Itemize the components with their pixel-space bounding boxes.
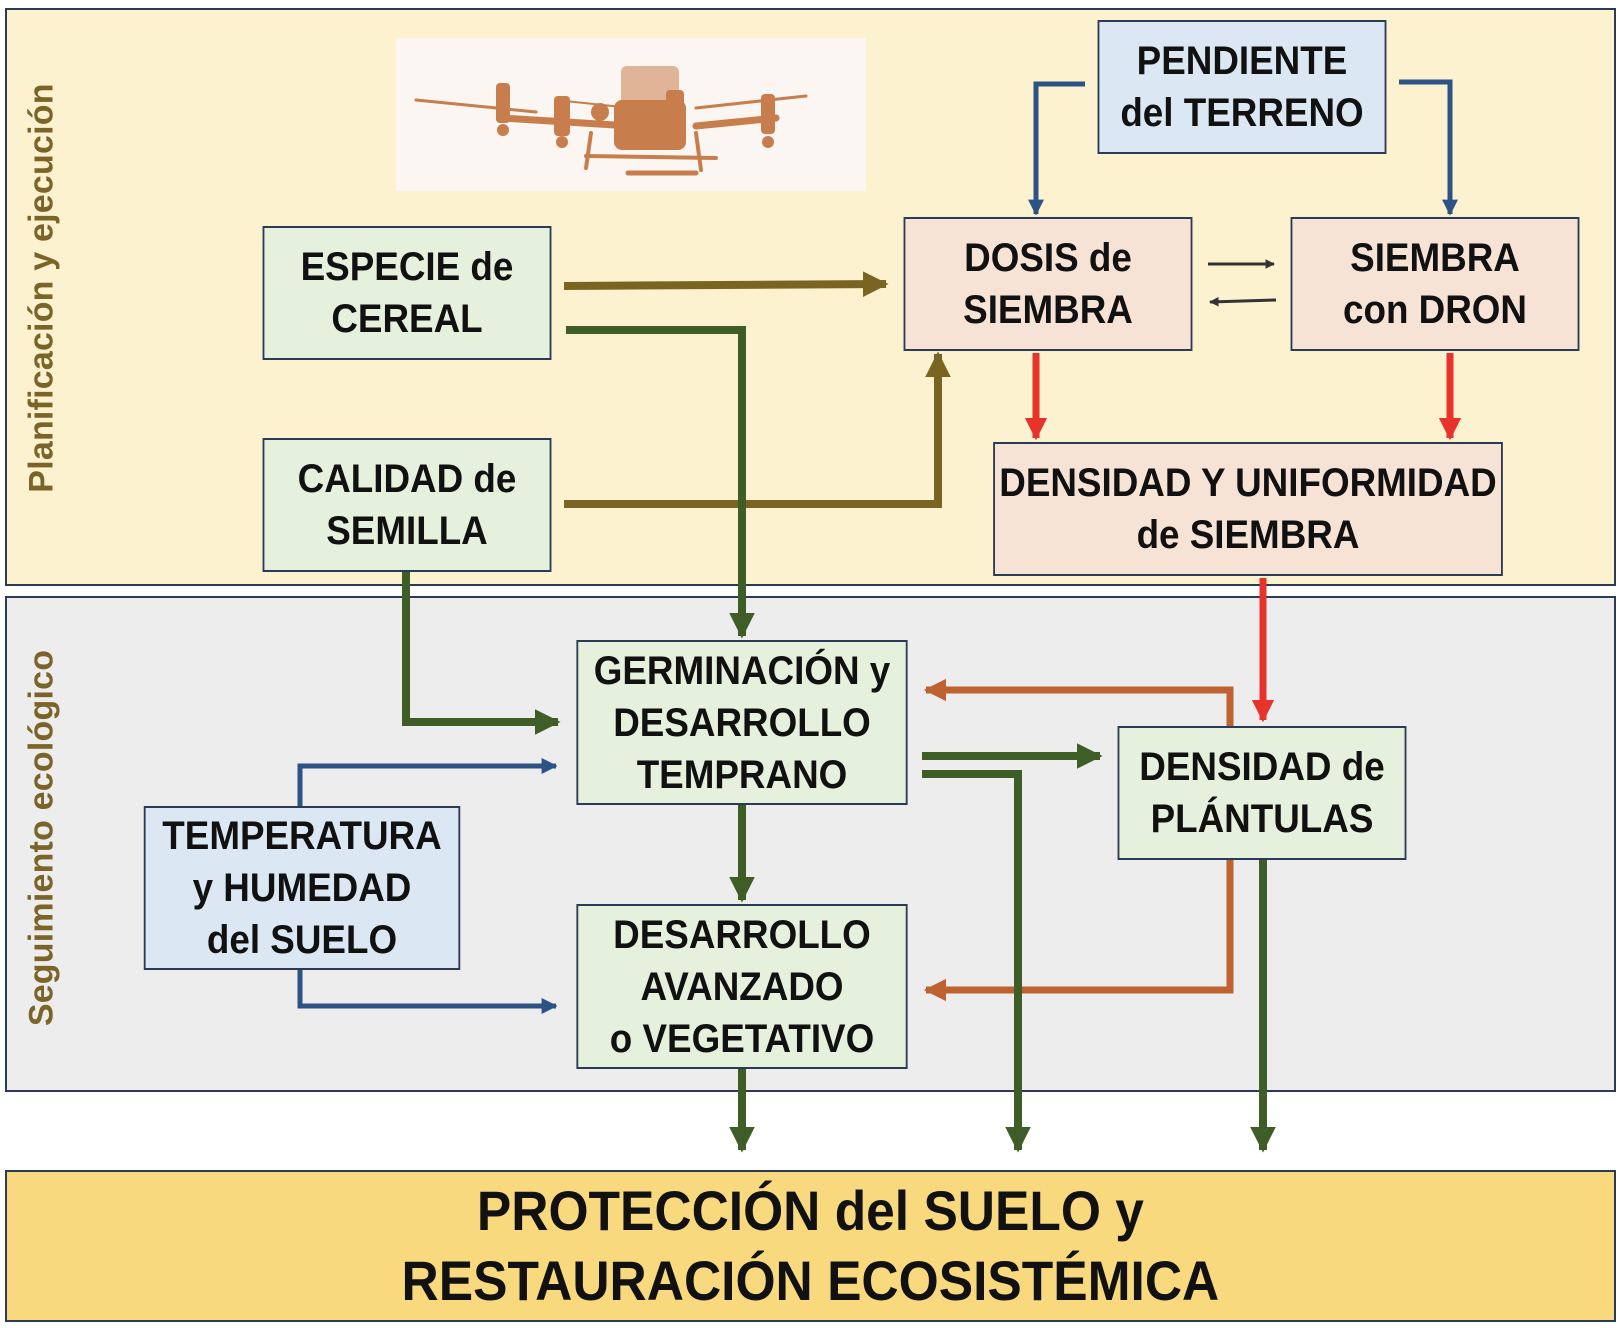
arrow-plantulas-to-desarrollo (923, 860, 1234, 1002)
especie-de-cereal-box: ESPECIE de CEREAL (262, 226, 552, 360)
arrow-temperatura-to-germinacion (297, 757, 558, 806)
arrow-plantulas-to-germinacion (923, 678, 1234, 726)
germinacion-desarrollo-temprano-box: GERMINACIÓN y DESARROLLO TEMPRANO (576, 640, 908, 805)
drone-icon (414, 66, 808, 176)
calidad-de-semilla-box: CALIDAD de SEMILLA (262, 438, 552, 572)
arrow-germinacion-to-proteccion (922, 770, 1031, 1153)
arrow-pendiente-to-dosis (1027, 81, 1085, 216)
arrow-siembra-dron-to-dosis (1209, 296, 1277, 307)
pendiente-del-terreno-box: PENDIENTE del TERRENO (1097, 20, 1387, 154)
arrow-pendiente-to-siembra-dron (1399, 79, 1459, 216)
arrow-temperatura-to-desarrollo (297, 970, 558, 1015)
arrow-calidad-to-dosis (564, 351, 951, 508)
densidad-uniformidad-siembra-box: DENSIDAD Y UNIFORMIDAD de SIEMBRA (993, 442, 1503, 576)
arrow-calidad-to-germinacion (402, 572, 561, 735)
arrow-especie-to-germinacion (566, 326, 755, 639)
arrow-especie-to-dosis (563, 271, 889, 297)
densidad-de-plantulas-box: DENSIDAD de PLÁNTULAS (1117, 726, 1407, 860)
dosis-de-siembra-box: DOSIS de SIEMBRA (903, 217, 1193, 351)
outcome-label: PROTECCIÓN del SUELO y RESTAURACIÓN ECOS… (401, 1179, 1220, 1312)
temperatura-humedad-suelo-box: TEMPERATURA y HUMEDAD del SUELO (143, 806, 461, 970)
proteccion-suelo-outcome-box: PROTECCIÓN del SUELO y RESTAURACIÓN ECOS… (5, 1170, 1616, 1322)
drone-illustration (396, 38, 866, 191)
siembra-con-dron-box: SIEMBRA con DRON (1290, 217, 1580, 351)
desarrollo-avanzado-box: DESARROLLO AVANZADO o VEGETATIVO (576, 904, 908, 1069)
